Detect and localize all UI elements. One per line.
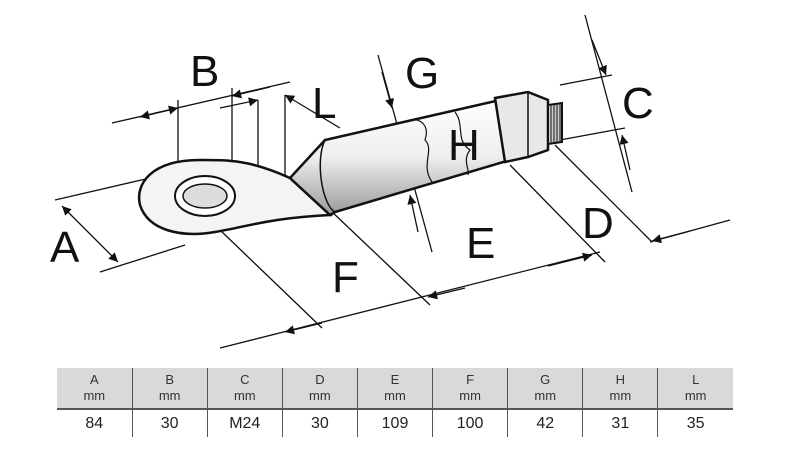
cell-d: 30	[281, 408, 358, 437]
label-f: F	[332, 253, 359, 302]
column-unit: mm	[459, 388, 481, 403]
eye-bolt	[137, 90, 563, 236]
column-name: E	[390, 372, 400, 387]
cell-c: M24	[206, 408, 283, 437]
label-l: L	[312, 79, 336, 128]
column-name: G	[540, 372, 551, 387]
column-unit: mm	[233, 388, 256, 403]
column-unit: mm	[534, 388, 557, 403]
column-name: A	[89, 372, 99, 387]
cell-b: 30	[131, 408, 208, 437]
column-name: D	[315, 372, 325, 387]
column-unit: mm	[684, 388, 707, 403]
eye-bolt-drawing: A B L G H C D E F	[50, 14, 731, 349]
label-b: B	[190, 47, 219, 96]
cell-g: 42	[507, 408, 583, 437]
column-name: H	[615, 372, 626, 387]
cell-h: 31	[582, 408, 658, 437]
label-h: H	[448, 121, 480, 170]
label-g: G	[405, 49, 439, 98]
column-unit: mm	[83, 388, 106, 403]
label-e: E	[466, 219, 495, 268]
label-d: D	[582, 199, 614, 248]
column-name: C	[240, 372, 250, 387]
cell-f: 100	[432, 408, 508, 437]
column-name: B	[165, 372, 174, 387]
column-name: L	[692, 372, 700, 387]
column-unit: mm	[158, 388, 181, 403]
column-name: F	[466, 372, 475, 387]
column-unit: mm	[309, 388, 331, 403]
cell-a: 84	[57, 408, 133, 437]
cell-l: 35	[657, 408, 733, 437]
column-unit: mm	[384, 388, 406, 403]
label-c: C	[622, 79, 654, 128]
column-unit: mm	[609, 388, 632, 403]
cell-e: 109	[356, 408, 433, 437]
label-a: A	[50, 223, 80, 272]
